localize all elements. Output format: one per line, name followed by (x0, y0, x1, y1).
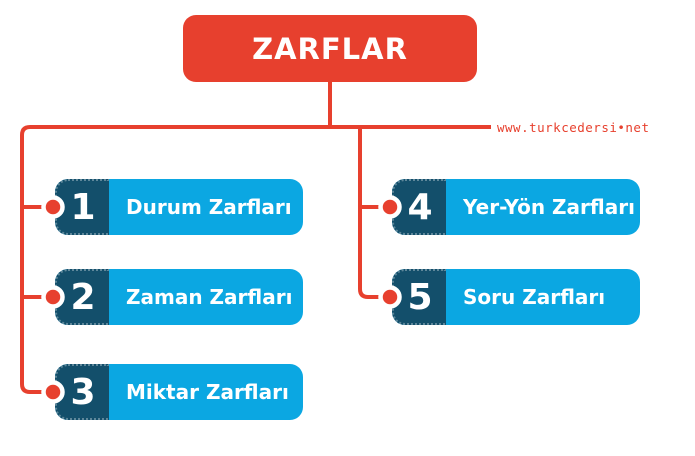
item-label: Yer-Yön Zarfları (463, 195, 635, 219)
item-label: Zaman Zarfları (126, 285, 293, 309)
item-number-badge: 2 (55, 269, 109, 325)
item-card-yer-yon: 4 Yer-Yön Zarfları (392, 179, 640, 235)
item-number-badge: 4 (392, 179, 446, 235)
title-box: ZARFLAR (183, 15, 477, 82)
watermark-text: www.turkcedersi•net (497, 120, 650, 135)
item-number-badge: 5 (392, 269, 446, 325)
item-label: Miktar Zarfları (126, 380, 289, 404)
item-card-durum: 1 Durum Zarfları (55, 179, 303, 235)
connector-horizontal-left-branch (20, 125, 491, 394)
item-number-badge: 1 (55, 179, 109, 235)
item-card-zaman: 2 Zaman Zarfları (55, 269, 303, 325)
item-number-badge: 3 (55, 364, 109, 420)
page-title: ZARFLAR (252, 31, 408, 66)
item-label: Durum Zarfları (126, 195, 292, 219)
item-card-soru: 5 Soru Zarfları (392, 269, 640, 325)
connector-right-branch (358, 127, 380, 299)
item-label: Soru Zarfları (463, 285, 606, 309)
item-card-miktar: 3 Miktar Zarfları (55, 364, 303, 420)
